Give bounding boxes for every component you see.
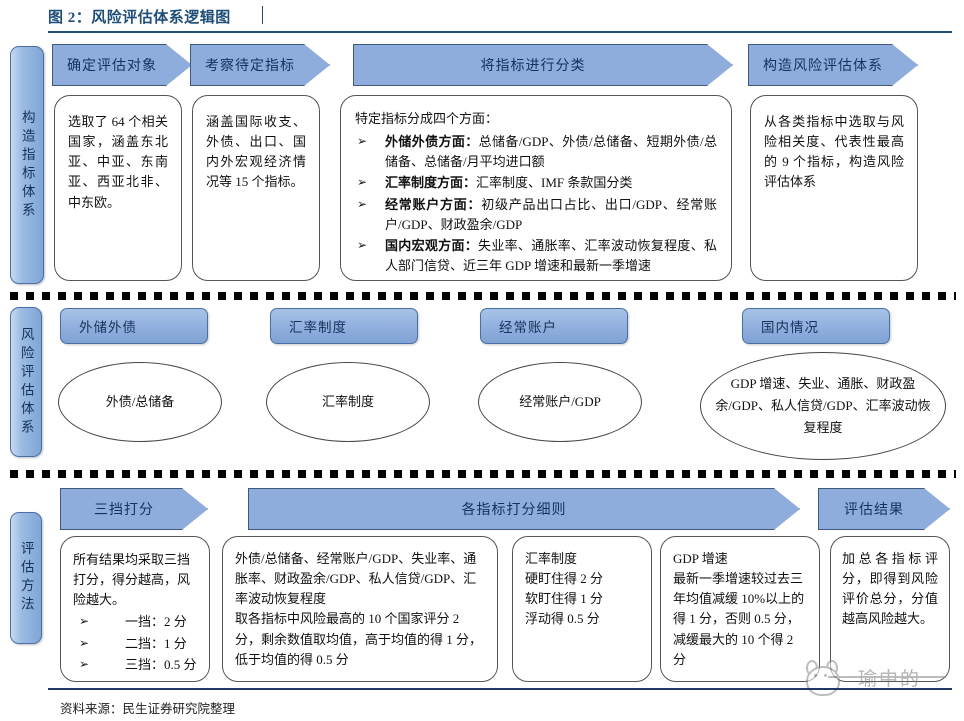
stage-label-text: 构造指标体系 — [19, 109, 35, 221]
row1-card-text: 选取了 64 个相关国家，涵盖东北亚、中亚、东南亚、西亚北非、中东欧。 — [68, 114, 168, 210]
row3-card-exchange-rate-scoring: 汇率制度 硬盯住得 2 分 软盯住得 1 分 浮动得 0.5 分 — [512, 536, 652, 682]
row1-arrow-label: 构造风险评估体系 — [763, 59, 883, 74]
list-item: ➢ 三挡：0.5 分 — [73, 655, 197, 675]
row2-ellipse-text: 汇率制度 — [321, 394, 374, 410]
row1-card-text: 涵盖国际收支、外债、出口、国内外宏观经济情况等 15 个指标。 — [206, 114, 306, 190]
section-divider-dotted — [10, 470, 956, 478]
row2-header-label: 外储外债 — [79, 320, 137, 335]
row3-arrow-three-tier-scoring[interactable]: 三挡打分 — [60, 488, 208, 530]
row1-arrow-build-risk-system[interactable]: 构造风险评估体系 — [748, 44, 918, 86]
bullet-arrow-icon: ➢ — [79, 614, 90, 629]
category-title: 外储外债方面： — [385, 134, 479, 150]
row1-arrow-determine-targets[interactable]: 确定评估对象 — [52, 44, 192, 86]
row3-arrow-evaluation-result[interactable]: 评估结果 — [818, 488, 950, 530]
row3-arrow-scoring-rules[interactable]: 各指标打分细则 — [248, 488, 800, 530]
row1-card-indicator-categories: 特定指标分成四个方面： ➢ 外储外债方面：总储备/GDP、外债/总储备、短期外债… — [340, 95, 732, 281]
stage-label-build-indicator-system: 构造指标体系 — [10, 46, 44, 284]
bullet-arrow-icon: ➢ — [357, 196, 368, 211]
row3-card-line1: GDP 增速 — [673, 551, 728, 566]
row2-header-label: 经常账户 — [499, 320, 557, 335]
bullet-arrow-icon: ➢ — [357, 237, 368, 252]
category-body: 初级产品出口占比、出口/GDP、经常账户/GDP、财政盈余/GDP — [385, 196, 717, 232]
title-bar: 图 2：风险评估体系逻辑图 — [0, 0, 964, 38]
row3-card-three-tier-scoring: 所有结果均采取三挡打分，得分越高，风险越大。 ➢ 一挡：2 分 ➢ 二挡：1 分… — [60, 536, 210, 682]
row3-card-total-score: 加总各指标评分，即得到风险评价总分，分值越高风险越大。 — [830, 536, 950, 682]
row1-card-text: 从各类指标中选取与风险相关度、代表性最高的 9 个指标，构造风险评估体系 — [764, 114, 904, 190]
stage-label-risk-evaluation-system: 风险评估体系 — [10, 307, 42, 457]
row3-tier-list: ➢ 一挡：2 分 ➢ 二挡：1 分 ➢ 三挡：0.5 分 — [73, 612, 197, 674]
tier-text: 三挡：0.5 分 — [125, 656, 197, 672]
row3-card-line1: 汇率制度 — [525, 551, 578, 566]
bullet-arrow-icon: ➢ — [79, 656, 90, 671]
row1-arrow-label: 将指标进行分类 — [480, 59, 586, 74]
tier-text: 二挡：1 分 — [125, 635, 187, 651]
row3-card-text: 加总各指标评分，即得到风险评价总分，分值越高风险越大。 — [842, 551, 938, 627]
category-title: 汇率制度方面： — [385, 175, 477, 191]
row1-card-country-scope: 选取了 64 个相关国家，涵盖东北亚、中亚、东南亚、西亚北非、中东欧。 — [54, 95, 182, 281]
row3-card-line1: 外债/总储备、经常账户/GDP、失业率、通胀率、财政盈余/GDP、私人信贷/GD… — [235, 551, 477, 607]
row2-header-label: 汇率制度 — [289, 320, 347, 335]
watermark-eye-icon — [824, 674, 827, 677]
row2-ellipse-text: GDP 增速、失业、通胀、财政盈余/GDP、私人信贷/GDP、汇率波动恢复程度 — [715, 375, 931, 436]
row1-arrow-examine-indicators[interactable]: 考察待定指标 — [190, 44, 330, 86]
row1-arrow-label: 考察待定指标 — [205, 59, 295, 74]
row1-arrow-classify-indicators[interactable]: 将指标进行分类 — [353, 44, 733, 86]
category-body: 失业率、通胀率、汇率波动恢复程度、私人部门信贷、近三年 GDP 增速和最新一季增… — [385, 237, 717, 273]
section-divider-dotted — [10, 292, 956, 300]
row3-arrow-label: 评估结果 — [844, 503, 904, 518]
row2-header-exchange-rate-regime[interactable]: 汇率制度 — [270, 308, 418, 344]
row2-header-foreign-reserves-debt[interactable]: 外储外债 — [60, 308, 208, 344]
row3-card-line2: 取各指标中风险最高的 10 个国家评分 2 分，剩余数值取均值，高于均值的得 1… — [235, 611, 483, 667]
row3-card-line3: 软盯住得 1 分 — [525, 591, 604, 607]
row2-ellipse-exchange-rate-regime: 汇率制度 — [266, 362, 430, 442]
footer-divider — [48, 688, 952, 690]
list-item: ➢ 经常账户方面：初级产品出口占比、出口/GDP、经常账户/GDP、财政盈余/G… — [355, 195, 717, 235]
list-item: ➢ 二挡：1 分 — [73, 634, 197, 654]
bullet-arrow-icon: ➢ — [79, 635, 90, 650]
category-body: 汇率制度、IMF 条款国分类 — [476, 175, 633, 191]
row2-header-domestic-situation[interactable]: 国内情况 — [742, 308, 890, 344]
tier-text: 一挡：2 分 — [125, 614, 187, 630]
row3-card-line2: 最新一季增速较过去三年均值减缓 10%以上的得 1 分，否则 0.5 分，减缓最… — [673, 571, 805, 667]
category-title: 经常账户方面： — [385, 196, 482, 212]
category-title: 国内宏观方面： — [385, 237, 479, 253]
bullet-arrow-icon: ➢ — [357, 175, 368, 190]
row2-ellipse-text: 经常账户/GDP — [519, 394, 601, 410]
source-note: 资料来源：民生证券研究院整理 — [60, 702, 236, 716]
stage-label-text: 评估方法 — [18, 541, 34, 615]
row1-arrow-label: 确定评估对象 — [67, 59, 157, 74]
row2-ellipse-text: 外债/总储备 — [105, 394, 175, 410]
title-divider — [48, 31, 952, 33]
row3-card-indicator-scoring-detail: 外债/总储备、经常账户/GDP、失业率、通胀率、财政盈余/GDP、私人信贷/GD… — [222, 536, 498, 682]
row1-category-list: ➢ 外储外债方面：总储备/GDP、外债/总储备、短期外债/总储备、总储备/月平均… — [355, 132, 717, 276]
stage-label-evaluation-method: 评估方法 — [10, 512, 42, 644]
row3-card-gdp-growth-scoring: GDP 增速 最新一季增速较过去三年均值减缓 10%以上的得 1 分，否则 0.… — [660, 536, 820, 682]
list-item: ➢ 国内宏观方面：失业率、通胀率、汇率波动恢复程度、私人部门信贷、近三年 GDP… — [355, 236, 717, 276]
row1-card-select-nine-indicators: 从各类指标中选取与风险相关度、代表性最高的 9 个指标，构造风险评估体系 — [750, 95, 918, 281]
category-body: 总储备/GDP、外债/总储备、短期外债/总储备、总储备/月平均进口额 — [385, 134, 717, 170]
page-title: 图 2：风险评估体系逻辑图 — [48, 10, 231, 26]
row2-ellipse-current-account-gdp: 经常账户/GDP — [478, 362, 642, 442]
row3-card-line2: 硬盯住得 2 分 — [525, 571, 604, 587]
list-item: ➢ 一挡：2 分 — [73, 612, 197, 632]
row3-arrow-label: 各指标打分细则 — [461, 503, 567, 518]
row3-card-line4: 浮动得 0.5 分 — [525, 611, 600, 627]
row1-card-indicator-coverage: 涵盖国际收支、外债、出口、国内外宏观经济情况等 15 个指标。 — [192, 95, 320, 281]
stage-label-text: 风险评估体系 — [18, 326, 34, 438]
row2-ellipse-foreign-debt-ratio: 外债/总储备 — [58, 362, 222, 442]
row2-header-current-account[interactable]: 经常账户 — [480, 308, 628, 344]
bullet-arrow-icon: ➢ — [357, 134, 368, 149]
row2-header-label: 国内情况 — [761, 320, 819, 335]
row3-arrow-label: 三挡打分 — [94, 503, 154, 518]
text-cursor — [262, 6, 263, 24]
row2-ellipse-domestic-indicators: GDP 增速、失业、通胀、财政盈余/GDP、私人信贷/GDP、汇率波动恢复程度 — [700, 352, 946, 460]
row1-card-intro: 特定指标分成四个方面： — [355, 111, 499, 126]
list-item: ➢ 外储外债方面：总储备/GDP、外债/总储备、短期外债/总储备、总储备/月平均… — [355, 132, 717, 172]
list-item: ➢ 汇率制度方面：汇率制度、IMF 条款国分类 — [355, 173, 717, 193]
row3-card-intro: 所有结果均采取三挡打分，得分越高，风险越大。 — [73, 552, 191, 608]
